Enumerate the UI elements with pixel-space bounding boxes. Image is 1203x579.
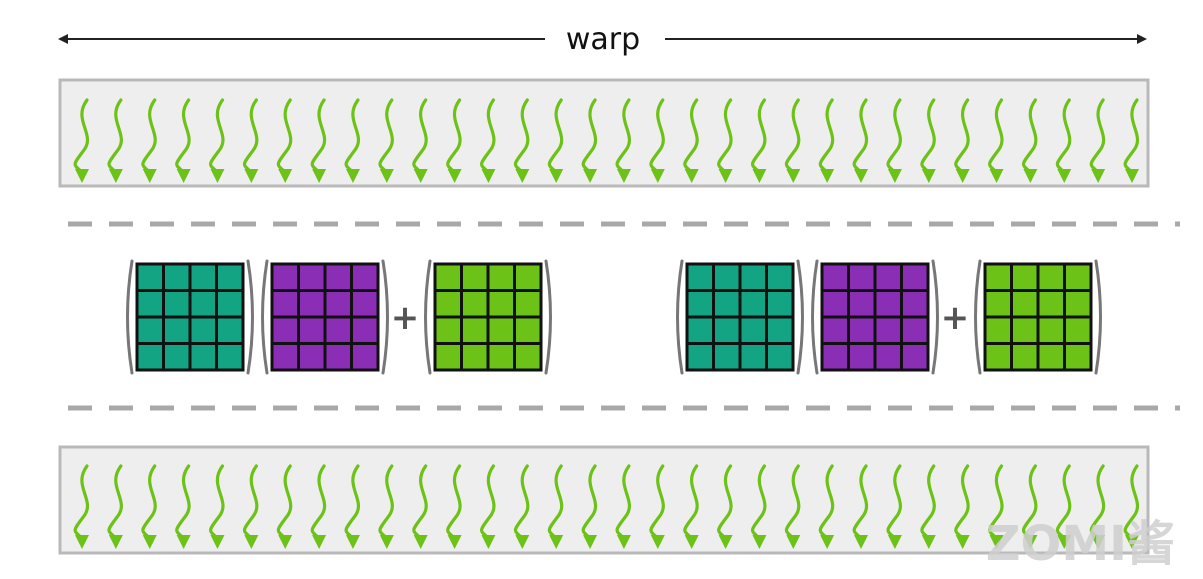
thread-arrow — [920, 98, 936, 183]
matrix-b — [261, 259, 389, 375]
thread-arrow — [107, 464, 123, 549]
left-paren — [974, 259, 982, 375]
thread-arrow — [1021, 98, 1038, 183]
thread-arrow — [615, 98, 632, 183]
thread-arrow — [988, 464, 1004, 549]
mma-operation-2: + — [676, 259, 1102, 375]
thread-arrow — [209, 98, 225, 183]
thread-arrow — [750, 464, 767, 549]
warp-box-top — [58, 78, 1150, 188]
warp-span-arrow: warp — [58, 22, 1147, 57]
thread-arrow — [886, 464, 902, 549]
thread-arrow — [1055, 464, 1072, 549]
matrix-operations: ++ — [126, 259, 1102, 375]
thread-arrow — [73, 464, 90, 549]
matrix-a — [126, 259, 254, 375]
left-paren — [126, 259, 134, 375]
plus-operator: + — [941, 298, 970, 338]
thread-arrow — [615, 464, 632, 549]
thread-row-bottom — [73, 464, 1140, 549]
thread-arrow — [1123, 98, 1140, 183]
thread-arrow — [1123, 464, 1140, 549]
thread-arrow — [886, 98, 902, 183]
thread-arrow — [175, 464, 191, 549]
thread-arrow — [446, 98, 462, 183]
left-paren — [811, 259, 819, 375]
thread-arrow — [141, 98, 157, 183]
thread-arrow — [446, 464, 462, 549]
right-paren — [931, 259, 939, 375]
thread-arrow — [73, 98, 90, 183]
right-paren — [381, 259, 389, 375]
thread-arrow — [818, 98, 835, 183]
thread-arrow — [547, 98, 564, 183]
thread-arrow — [920, 464, 936, 549]
thread-arrow — [717, 98, 733, 183]
matrix-b — [811, 259, 939, 375]
thread-arrow — [784, 98, 801, 183]
thread-arrow — [513, 464, 530, 549]
thread-arrow — [344, 98, 361, 183]
thread-arrow — [581, 98, 598, 183]
thread-arrow — [175, 98, 191, 183]
thread-arrow — [954, 464, 970, 549]
right-paren — [246, 259, 254, 375]
thread-arrow — [1055, 98, 1072, 183]
warp-label: warp — [566, 22, 640, 57]
thread-arrow — [242, 98, 259, 183]
left-paren — [424, 259, 432, 375]
mma-operation-1: + — [126, 259, 552, 375]
thread-arrow — [988, 98, 1004, 183]
plus-operator: + — [391, 298, 420, 338]
thread-arrow — [209, 464, 225, 549]
thread-arrow — [1021, 464, 1038, 549]
right-paren — [796, 259, 804, 375]
thread-arrow — [717, 464, 733, 549]
thread-arrow — [683, 464, 699, 549]
warp-box-bottom — [58, 445, 1150, 555]
left-paren — [676, 259, 684, 375]
thread-arrow — [378, 464, 394, 549]
thread-arrow — [852, 464, 869, 549]
thread-arrow — [310, 98, 327, 183]
thread-arrow — [513, 98, 530, 183]
thread-arrow — [107, 98, 123, 183]
matrix-a — [676, 259, 804, 375]
thread-arrow — [480, 464, 496, 549]
thread-arrow — [750, 98, 767, 183]
thread-arrow — [649, 98, 665, 183]
right-paren — [1094, 259, 1102, 375]
thread-arrow — [276, 98, 293, 183]
thread-arrow — [242, 464, 259, 549]
thread-arrow — [378, 98, 394, 183]
thread-arrow — [412, 98, 428, 183]
thread-arrow — [683, 98, 699, 183]
thread-arrow — [852, 98, 869, 183]
right-paren — [544, 259, 552, 375]
thread-arrow — [344, 464, 361, 549]
matrix-c — [974, 259, 1102, 375]
thread-arrow — [141, 464, 157, 549]
thread-arrow — [310, 464, 327, 549]
watermark: ZOMI酱 — [986, 516, 1175, 572]
thread-arrow — [480, 98, 496, 183]
matrix-c — [424, 259, 552, 375]
left-paren — [261, 259, 269, 375]
thread-arrow — [1089, 464, 1106, 549]
thread-arrow — [1089, 98, 1106, 183]
thread-arrow — [581, 464, 598, 549]
thread-row-top — [73, 98, 1140, 183]
thread-arrow — [412, 464, 428, 549]
thread-arrow — [547, 464, 564, 549]
thread-arrow — [954, 98, 970, 183]
thread-arrow — [649, 464, 665, 549]
thread-arrow — [818, 464, 835, 549]
thread-arrow — [784, 464, 801, 549]
thread-arrow — [276, 464, 293, 549]
